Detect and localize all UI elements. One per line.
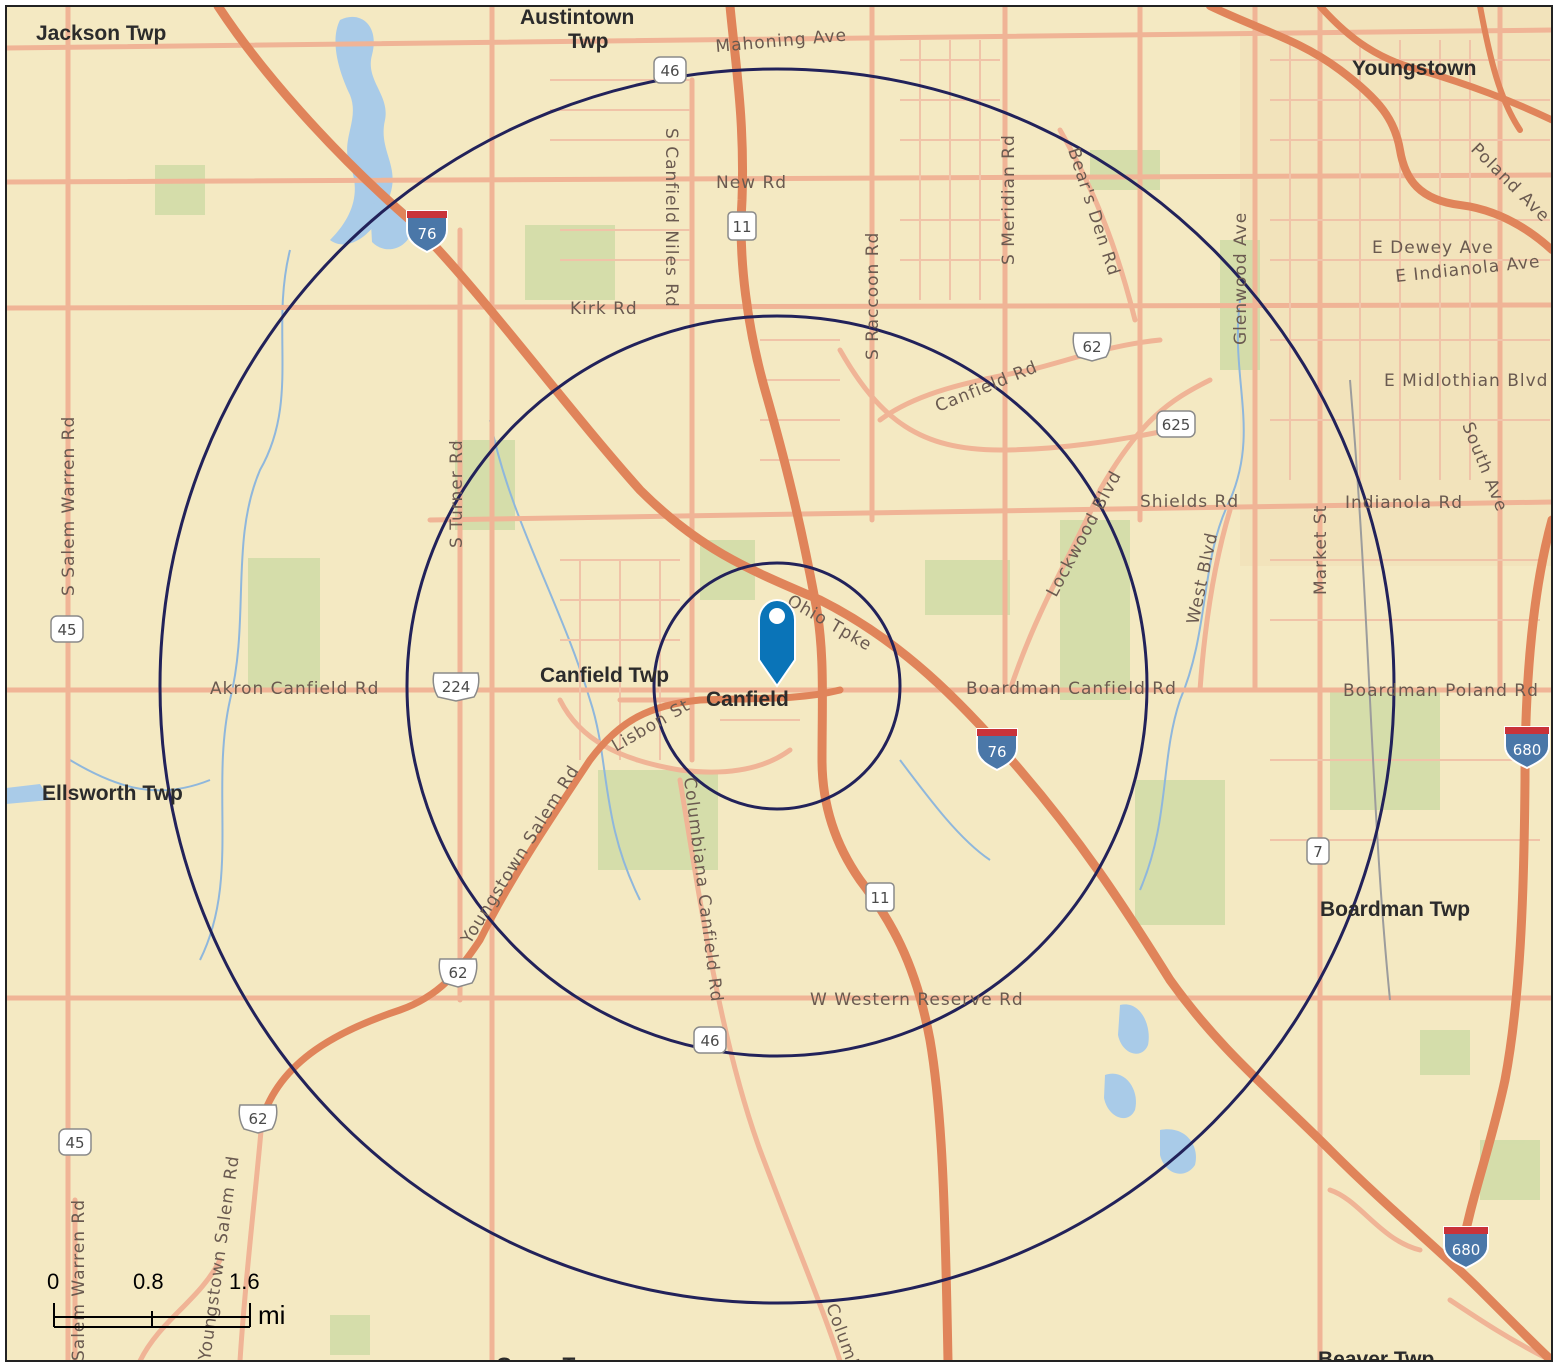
route-shield-11-south[interactable]: 11: [865, 882, 895, 912]
buffer-rings: [158, 67, 1396, 1305]
road-s-salem-warren: S Salem Warren Rd: [59, 416, 79, 596]
rail-line: [1349, 379, 1391, 1001]
shield-label: 46: [700, 1032, 719, 1050]
shield-label: 45: [57, 621, 76, 639]
place-canfield: Canfield: [706, 688, 789, 711]
road-e-dewey: E Dewey Ave: [1372, 238, 1494, 258]
route-shield-62-low[interactable]: 62: [238, 1104, 278, 1134]
road-s-turner: S Turner Rd: [447, 439, 467, 548]
road-s-canfield-niles: S Canfield Niles Rd: [661, 128, 681, 308]
road-kirk: Kirk Rd: [570, 299, 638, 319]
place-youngstown: Youngstown: [1352, 57, 1476, 80]
shield-label: 62: [248, 1110, 267, 1128]
place-austintown: Austintown: [520, 6, 634, 29]
shield-label: 76: [987, 743, 1006, 761]
route-shield-45-south[interactable]: 45: [58, 1128, 92, 1156]
shield-label: 62: [1082, 338, 1101, 356]
scale-bar: 0 0.8 1.6 mi: [47, 1269, 285, 1330]
road-glenwood: Glenwood Ave: [1231, 212, 1251, 345]
place-jackson: Jackson Twp: [36, 22, 166, 45]
route-shield-7[interactable]: 7: [1306, 837, 1330, 865]
route-shield-62-mid[interactable]: 62: [438, 958, 478, 988]
scale-tick-2: 1.6: [229, 1269, 260, 1294]
shield-label: 46: [660, 62, 679, 80]
place-beaver: Beaver Twp: [1318, 1348, 1434, 1365]
route-shield-62-east[interactable]: 62: [1072, 332, 1112, 362]
interstate-shield-680-east[interactable]: 680: [1504, 726, 1550, 770]
road-s-raccoon: S Raccoon Rd: [863, 232, 883, 360]
road-s-meridian: S Meridian Rd: [999, 134, 1019, 265]
road-shields: Shields Rd: [1140, 492, 1239, 512]
shield-label: 11: [870, 889, 889, 907]
road-salem-warren-low: Salem Warren Rd: [69, 1199, 89, 1361]
scale-tick-0: 0: [47, 1269, 59, 1294]
route-shield-46-south[interactable]: 46: [693, 1026, 727, 1054]
shield-label: 680: [1513, 741, 1542, 759]
road-indianola: Indianola Rd: [1345, 493, 1463, 513]
road-new: New Rd: [716, 173, 787, 193]
interstate-shield-76-north[interactable]: 76: [406, 210, 448, 254]
road-boardman-poland: Boardman Poland Rd: [1343, 681, 1539, 701]
place-green: Green Twp: [496, 1354, 603, 1365]
shield-label: 11: [732, 218, 751, 236]
place-ellsworth: Ellsworth Twp: [42, 782, 183, 805]
place-boardman: Boardman Twp: [1320, 898, 1470, 921]
road-akron-canfield: Akron Canfield Rd: [210, 679, 379, 699]
scale-unit: mi: [258, 1300, 285, 1330]
shield-label: 7: [1313, 843, 1323, 861]
map-frame: [5, 5, 1553, 1362]
scale-tick-1: 0.8: [133, 1269, 164, 1294]
route-shield-45-north[interactable]: 45: [50, 615, 84, 643]
interstate-shield-680-south[interactable]: 680: [1443, 1226, 1489, 1270]
road-boardman-canfield: Boardman Canfield Rd: [966, 679, 1177, 699]
interstate-shield-76-south[interactable]: 76: [976, 728, 1018, 772]
shield-label: 680: [1452, 1241, 1481, 1259]
route-shield-11-north[interactable]: 11: [727, 211, 757, 241]
ring-outer: [158, 67, 1396, 1305]
map-pin-icon[interactable]: [758, 598, 796, 688]
shield-label: 62: [448, 964, 467, 982]
place-canfield-twp: Canfield Twp: [540, 664, 669, 687]
ring-inner: [652, 561, 902, 811]
route-shield-46-north[interactable]: 46: [653, 56, 687, 84]
road-w-western-reserve: W Western Reserve Rd: [810, 990, 1024, 1010]
shield-label: 224: [442, 678, 471, 696]
shield-label: 45: [65, 1134, 84, 1152]
ring-middle: [405, 314, 1149, 1058]
shield-label: 76: [417, 225, 436, 243]
place-austintown-twp: Twp: [568, 30, 608, 53]
road-e-midlothian: E Midlothian Blvd: [1384, 371, 1548, 391]
shield-label: 625: [1162, 416, 1191, 434]
road-market: Market St: [1311, 505, 1331, 595]
route-shield-625[interactable]: 625: [1156, 410, 1196, 438]
route-shield-224[interactable]: 224: [432, 672, 480, 702]
